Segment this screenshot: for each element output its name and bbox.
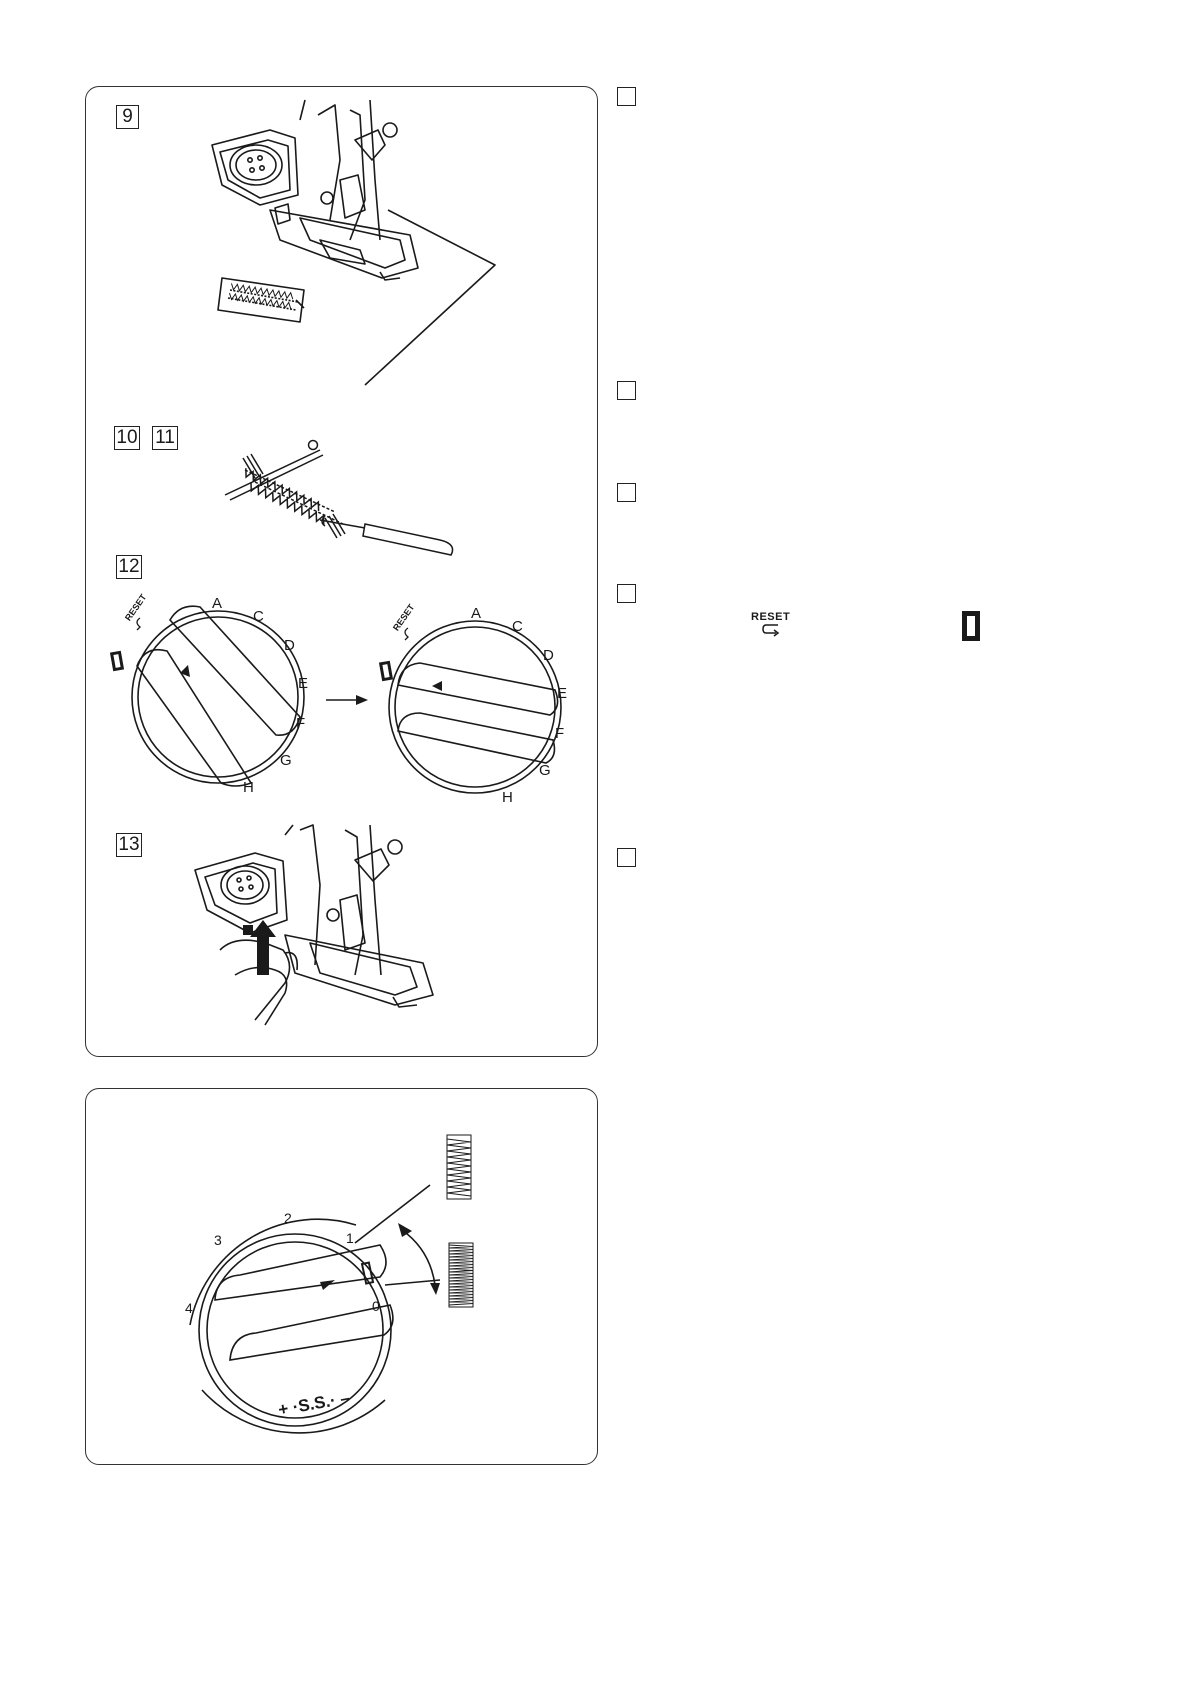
seam-ripper-illustration <box>224 439 454 556</box>
step-label-13: 13 <box>116 833 142 857</box>
dial2-letter-g: G <box>539 762 551 779</box>
dial2-letter-c: C <box>512 618 523 635</box>
dial-letter-e: E <box>298 675 308 692</box>
side-marker-3 <box>617 483 636 502</box>
step-label-10: 10 <box>114 426 140 450</box>
width-number-0: 0 <box>372 1298 380 1314</box>
width-number-4: 4 <box>185 1300 193 1316</box>
width-number-2: 2 <box>284 1210 292 1226</box>
dial2-reset-label: RESET <box>391 602 417 633</box>
dial2-letter-f: F <box>555 725 564 742</box>
side-marker-4 <box>617 584 636 603</box>
buttonhole-lever-illustration <box>194 824 434 1026</box>
buttonhole-symbol-icon <box>962 611 980 641</box>
reset-arrow-icon <box>762 624 780 637</box>
illustration-panel-top <box>85 86 598 1057</box>
dial-letter-d: D <box>284 637 295 654</box>
illustration-panel-bottom <box>85 1088 598 1465</box>
buttonhole-foot-illustration <box>211 99 496 386</box>
side-marker-2 <box>617 381 636 400</box>
dial-letter-g: G <box>280 752 292 769</box>
side-marker-1 <box>617 87 636 106</box>
width-number-3: 3 <box>214 1232 222 1248</box>
step-label-11: 11 <box>152 426 178 450</box>
side-marker-5 <box>617 848 636 867</box>
dial-reset-label: RESET <box>123 592 149 623</box>
dial2-letter-d: D <box>543 647 554 664</box>
pattern-dial-illustration: RESET A C D E F G H RESET A C D E F G H <box>109 592 567 806</box>
dial-letter-h: H <box>243 779 254 796</box>
dial-letter-a: A <box>212 595 222 612</box>
step-label-12: 12 <box>116 555 142 579</box>
dial-letter-f: F <box>296 715 305 732</box>
reset-symbol-label: RESET <box>751 611 791 623</box>
stitch-width-dial-illustration: 2 3 1 4 0 + ·S.S.· – <box>185 1134 474 1434</box>
width-number-1: 1 <box>346 1230 354 1246</box>
dial2-letter-e: E <box>557 685 567 702</box>
dial2-letter-a: A <box>471 605 481 622</box>
step-label-9: 9 <box>116 105 139 129</box>
dial-letter-c: C <box>253 608 264 625</box>
dial2-letter-h: H <box>502 789 513 806</box>
